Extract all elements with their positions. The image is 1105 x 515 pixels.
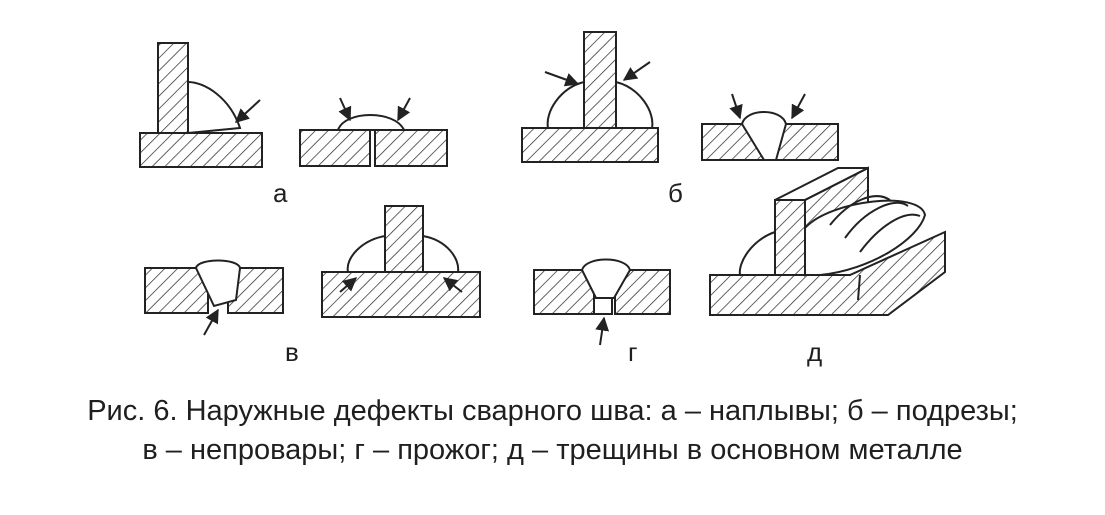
diagram-a-tee-joint <box>139 42 263 168</box>
diagram-b-tee-joint <box>521 31 659 163</box>
label-v: в <box>285 337 299 367</box>
label-b: б <box>668 178 683 208</box>
figure-caption: Рис. 6. Наружные дефекты сварного шва: а… <box>0 392 1105 470</box>
caption-line-2: в – непровары; г – прожог; д – трещины в… <box>142 434 963 466</box>
diagram-v-butt-joint <box>144 259 284 336</box>
weld-defects-figure <box>139 31 946 346</box>
caption-line-1: Рис. 6. Наружные дефекты сварного шва: а… <box>87 395 1018 427</box>
diagram-v-tee-joint <box>321 205 481 318</box>
label-g: г <box>628 337 638 367</box>
diagram-g-butt-joint <box>533 258 671 346</box>
diagram-a-butt-joint <box>299 97 448 167</box>
label-d: д <box>807 337 823 367</box>
label-a: а <box>273 178 288 208</box>
diagram-b-butt-joint <box>701 93 839 161</box>
diagram-d-cracks <box>709 166 946 316</box>
